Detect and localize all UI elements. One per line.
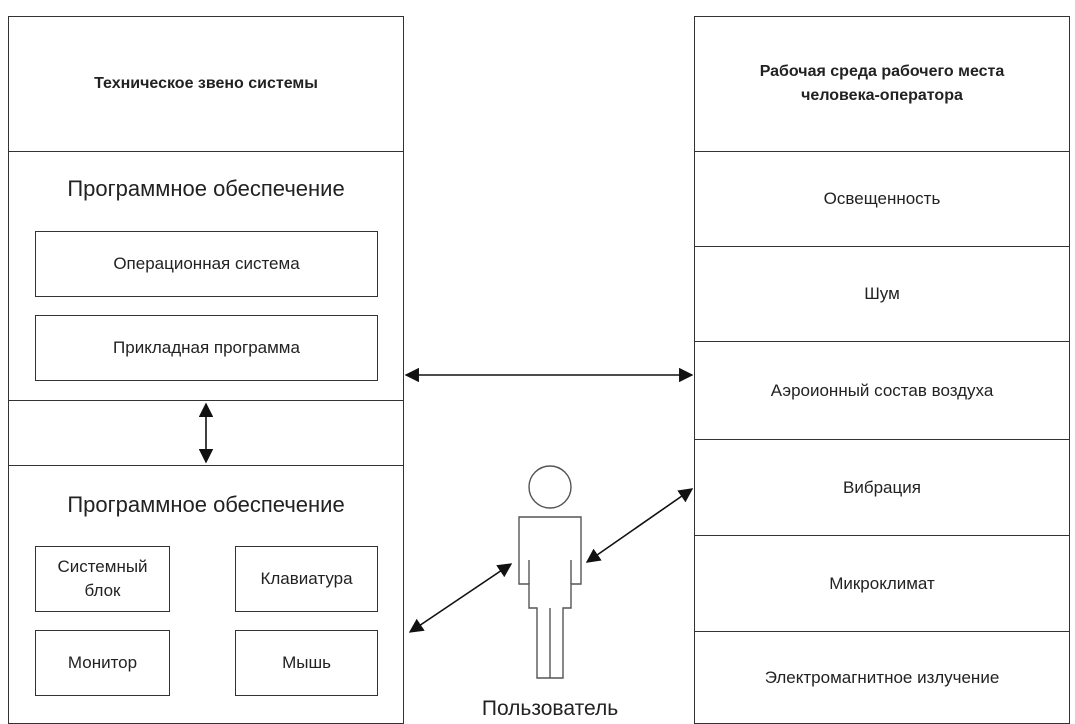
env-item-label: Электромагнитное излучение bbox=[764, 667, 1000, 687]
mouse-box: Мышь bbox=[235, 630, 378, 696]
left-header: Техническое звено системы bbox=[8, 16, 404, 152]
keyboard-box: Клавиатура bbox=[235, 546, 378, 612]
env-item-label: Шум bbox=[864, 284, 900, 304]
user-hardware-arrow bbox=[408, 563, 513, 633]
os-box: Операционная система bbox=[35, 231, 378, 297]
left-header-label: Техническое звено системы bbox=[94, 75, 318, 92]
env-item-label: Вибрация bbox=[843, 477, 921, 497]
user-environment-arrow bbox=[585, 488, 694, 563]
app-program-box: Прикладная программа bbox=[35, 315, 378, 381]
system-unit-box: Системный блок bbox=[35, 546, 170, 612]
hardware-heading: Программное обеспечение bbox=[67, 492, 345, 517]
env-item-air-ions: Аэроионный состав воздуха bbox=[694, 341, 1070, 440]
person-icon bbox=[518, 465, 582, 679]
os-label: Операционная система bbox=[113, 254, 300, 274]
right-header-label: Рабочая среда рабочего места человека-оп… bbox=[759, 63, 1005, 104]
env-item-noise: Шум bbox=[694, 246, 1070, 342]
env-item-label: Освещенность bbox=[823, 189, 941, 209]
user-label: Пользователь bbox=[481, 697, 619, 720]
monitor-label: Монитор bbox=[67, 653, 138, 673]
monitor-box: Монитор bbox=[35, 630, 170, 696]
app-program-label: Прикладная программа bbox=[113, 338, 300, 358]
software-heading: Программное обеспечение bbox=[67, 176, 345, 201]
right-header: Рабочая среда рабочего места человека-оп… bbox=[694, 16, 1070, 152]
env-item-vibration: Вибрация bbox=[694, 439, 1070, 536]
env-item-lighting: Освещенность bbox=[694, 151, 1070, 247]
system-unit-label: Системный блок bbox=[57, 557, 148, 600]
env-item-label: Аэроионный состав воздуха bbox=[770, 380, 994, 400]
mouse-label: Мышь bbox=[282, 653, 331, 673]
env-item-em-radiation: Электромагнитное излучение bbox=[694, 631, 1070, 724]
env-item-label: Микроклимат bbox=[829, 573, 935, 593]
keyboard-label: Клавиатура bbox=[260, 569, 353, 589]
